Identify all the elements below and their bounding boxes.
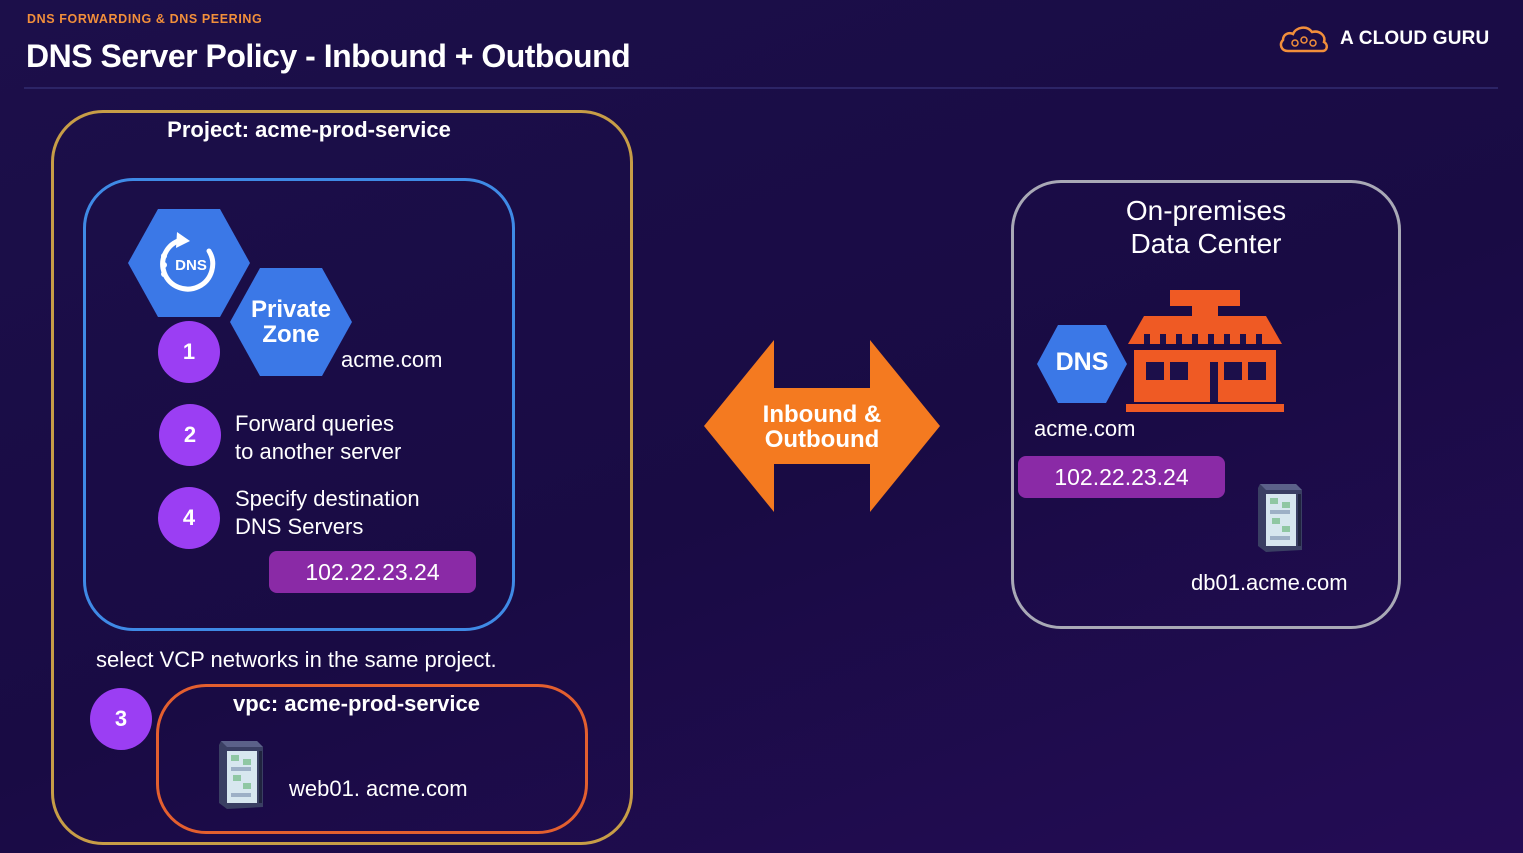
- private-zone-hexagon: [230, 268, 352, 376]
- server-icon: [1258, 484, 1302, 552]
- connector-label: Inbound & Outbound: [722, 402, 922, 452]
- cloud-dns-icon-label: DNS: [175, 257, 207, 274]
- private-zone-label: Private Zone: [228, 297, 354, 347]
- step-2-text: Forward queries to another server: [235, 410, 401, 466]
- step-4-line1: Specify destination: [235, 486, 420, 511]
- vpc-title: vpc: acme-prod-service: [233, 691, 480, 716]
- onprem-boundary: [1011, 180, 1401, 629]
- dns-policy-boundary: [83, 178, 515, 631]
- project-title: Project: acme-prod-service: [167, 117, 451, 142]
- zone-domain: acme.com: [341, 347, 443, 372]
- step-4-badge: 4: [158, 487, 220, 549]
- section-eyebrow: DNS FORWARDING & DNS PEERING: [27, 12, 263, 26]
- destination-ip-badge: 102.22.23.24: [269, 551, 476, 593]
- datacenter-building-icon: [1126, 290, 1284, 412]
- step-4-line2: DNS Servers: [235, 514, 364, 539]
- step-2-line1: Forward queries: [235, 411, 394, 436]
- step-3-badge: 3: [90, 688, 152, 750]
- page-title: DNS Server Policy - Inbound + Outbound: [26, 38, 631, 74]
- network-note: select VCP networks in the same project.: [96, 647, 497, 672]
- step-2-badge: 2: [159, 404, 221, 466]
- header-divider: [24, 87, 1498, 89]
- cloud-logo-icon: [1279, 26, 1328, 53]
- brand-name: A CLOUD GURU: [1340, 28, 1490, 49]
- vpc-boundary: [156, 684, 588, 834]
- step-2-line2: to another server: [235, 439, 402, 464]
- onprem-title-line1: On-premises: [1125, 195, 1287, 226]
- step-4-text: Specify destination DNS Servers: [235, 485, 420, 541]
- connector-line2: Outbound: [764, 426, 880, 453]
- dns-hexagon: [1037, 325, 1127, 403]
- brand-logo: A CLOUD GURU: [1278, 24, 1489, 54]
- double-arrow-icon: [704, 340, 940, 512]
- onprem-ip-badge: 102.22.23.24: [1018, 456, 1225, 498]
- step-1-badge: 1: [158, 321, 220, 383]
- vpc-host: web01. acme.com: [289, 776, 468, 801]
- cloud-dns-icon: DNS: [128, 209, 250, 317]
- onprem-title-line2: Data Center: [1130, 228, 1282, 259]
- onprem-title: On-premises Data Center: [1011, 194, 1401, 260]
- onprem-host: db01.acme.com: [1191, 570, 1348, 595]
- project-boundary: [51, 110, 633, 845]
- connector-line1: Inbound &: [762, 401, 882, 428]
- private-zone-line1: Private: [250, 296, 332, 323]
- onprem-dns-label: DNS: [1055, 348, 1109, 376]
- private-zone-line2: Zone: [262, 321, 320, 348]
- onprem-domain: acme.com: [1034, 416, 1136, 441]
- server-icon: [219, 741, 263, 809]
